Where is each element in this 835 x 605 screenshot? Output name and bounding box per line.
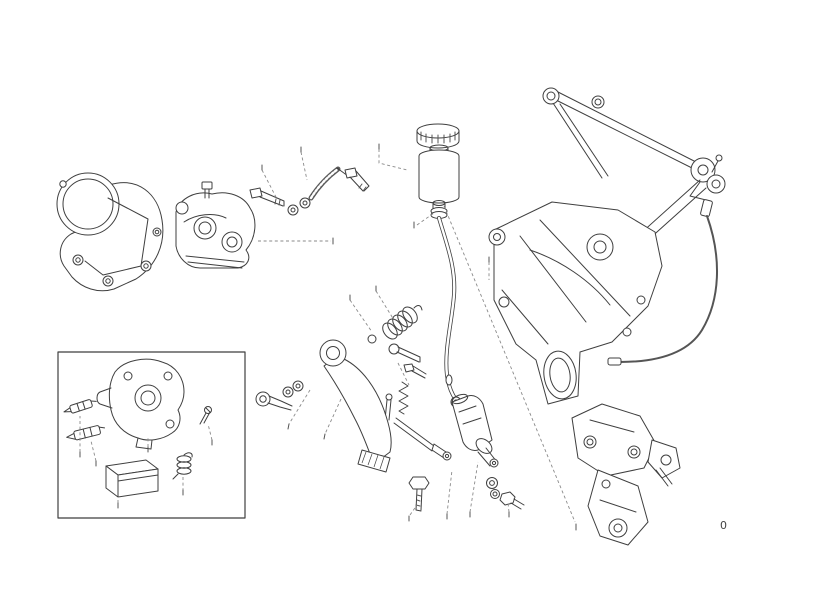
sensor-large [66, 425, 105, 441]
banjo-bolt [344, 167, 370, 192]
brake-pad-edges [185, 255, 245, 269]
hanger-link [587, 469, 649, 546]
caliper-mount-ear [175, 201, 189, 215]
caliper-piston [193, 216, 217, 240]
brake-pad-set [105, 459, 159, 498]
fluid-reservoir [418, 144, 460, 213]
sealing-washers [287, 197, 311, 216]
carrier-bracket [56, 172, 164, 292]
cable-end-fitting [607, 357, 622, 366]
caliper-piston [221, 231, 243, 253]
brake-caliper [175, 181, 256, 269]
pushrod-spring [398, 381, 409, 415]
pedal-pivot-boss [319, 339, 347, 367]
pad-spring [172, 452, 193, 480]
bracket-ring-outer [56, 172, 120, 236]
braided-brake-hose [308, 166, 349, 201]
mounting-bolt [408, 476, 430, 512]
hex-bolt [499, 491, 525, 510]
small-bolt [403, 363, 427, 379]
frame-plate [488, 201, 663, 405]
detail-inset [57, 351, 246, 519]
caliper-mount-bolt [249, 187, 285, 207]
washer-set [486, 477, 500, 499]
page-ref: 0 [720, 519, 727, 532]
pushrod-clevis [431, 443, 452, 461]
return-spring [367, 305, 423, 344]
subframe-tubes [542, 87, 726, 259]
reservoir-hose [437, 216, 462, 408]
pivot-washers [282, 380, 304, 398]
leader-lines [79, 143, 577, 531]
pivot-pin [388, 343, 421, 363]
inset-caliper-detail [96, 358, 185, 450]
reservoir-cap [416, 123, 460, 149]
bracket-ring-inner [62, 178, 114, 230]
cable-connector [700, 199, 713, 218]
footpeg-bracket [571, 403, 681, 487]
brake-pedal [319, 339, 435, 473]
rear-master-cylinder [451, 393, 499, 468]
socket-bolt [255, 391, 293, 411]
bleed-valve [201, 181, 213, 199]
inset-border [57, 351, 246, 519]
sensor-small [63, 399, 97, 414]
pedal-pad [357, 449, 391, 473]
pushrod [393, 417, 435, 452]
sensor-cable [607, 199, 718, 366]
hose-clamp-lower [445, 374, 453, 386]
fastening-screw [199, 406, 212, 425]
